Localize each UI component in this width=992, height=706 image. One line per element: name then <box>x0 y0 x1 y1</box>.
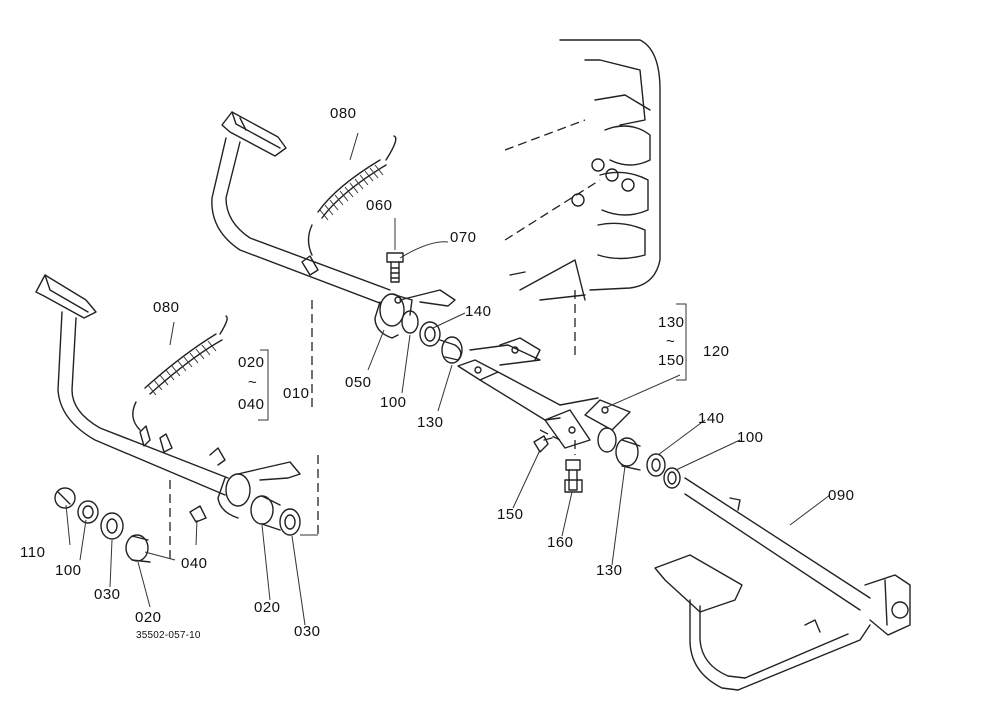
label-050: 050 <box>345 374 372 391</box>
cross-shaft-bracket <box>457 337 681 489</box>
label-030-left: 030 <box>94 586 121 603</box>
upper-pedal-assembly <box>211 111 463 364</box>
diagram-code: 35502-057-10 <box>136 630 201 641</box>
label-160: 160 <box>547 534 574 551</box>
label-150-bolt: 150 <box>497 506 524 523</box>
label-040-group: 040 <box>238 396 265 413</box>
label-020-right: 020 <box>254 599 281 616</box>
label-070: 070 <box>450 229 477 246</box>
label-020-group: 020 <box>238 354 265 371</box>
label-030-right: 030 <box>294 623 321 640</box>
upper-spring <box>307 135 397 256</box>
group-bracket-010 <box>258 300 319 536</box>
label-120-tilde: ~ <box>666 333 676 350</box>
label-040-bolt: 040 <box>181 555 208 572</box>
label-020-left: 020 <box>135 609 162 626</box>
label-080-top: 080 <box>330 105 357 122</box>
label-130-right: 130 <box>596 562 623 579</box>
label-130-mid: 130 <box>417 414 444 431</box>
label-090: 090 <box>828 487 855 504</box>
label-130-group: 130 <box>658 314 685 331</box>
label-010: 010 <box>283 385 310 402</box>
label-100-mid: 100 <box>380 394 407 411</box>
lower-spring <box>132 315 228 431</box>
long-shaft-assembly <box>654 477 911 691</box>
bracket-bolts <box>533 435 583 493</box>
label-010-tilde: ~ <box>248 374 258 391</box>
lower-pedal-assembly <box>35 274 301 563</box>
label-060: 060 <box>366 197 393 214</box>
label-120: 120 <box>703 343 730 360</box>
label-100-right: 100 <box>737 429 764 446</box>
transmission-housing <box>504 39 661 360</box>
label-100-left: 100 <box>55 562 82 579</box>
label-150-group: 150 <box>658 352 685 369</box>
leader-lines <box>65 132 831 626</box>
group-bracket-120 <box>676 303 687 381</box>
label-080-left: 080 <box>153 299 180 316</box>
label-110: 110 <box>20 544 46 561</box>
label-140-top: 140 <box>465 303 492 320</box>
label-140-right: 140 <box>698 410 725 427</box>
